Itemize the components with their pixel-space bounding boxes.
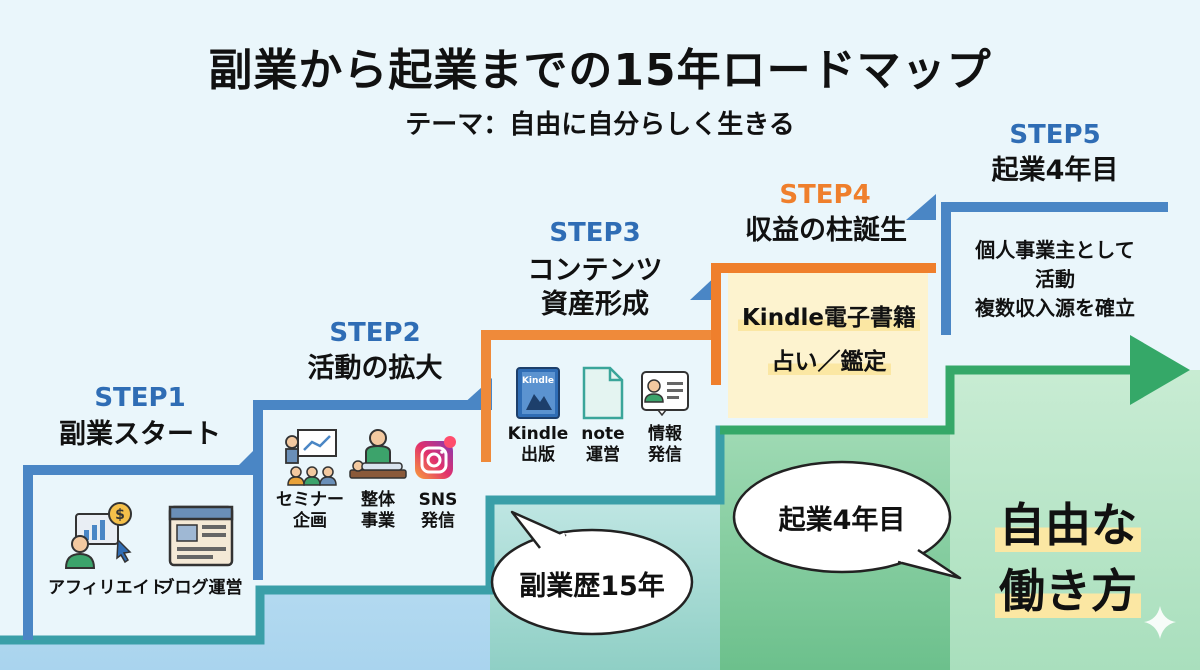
profile-card-icon xyxy=(641,371,689,416)
growth-arrow-head xyxy=(1130,335,1190,405)
blog-page-icon xyxy=(168,505,234,567)
item-blog: ブログ運営 xyxy=(157,578,243,598)
item-seminar: セミナー企画 xyxy=(276,490,344,531)
bubble-4th-year-text: 起業4年目 xyxy=(778,505,906,536)
note-document-icon xyxy=(582,366,624,420)
affiliate-person-icon: $ xyxy=(64,502,132,569)
svg-text:$: $ xyxy=(115,507,125,523)
item-fortune: 占い／鑑定 xyxy=(724,342,934,376)
goal-text: 自由な働き方 xyxy=(958,492,1178,624)
svg-text:Kindle: Kindle xyxy=(522,376,554,386)
step1-frame xyxy=(23,465,262,640)
step3-frame xyxy=(481,330,720,462)
step4-panel xyxy=(728,270,928,418)
step4-label: STEP4 xyxy=(779,180,871,210)
kindle-book-icon: Kindle xyxy=(516,367,560,419)
step2-label: STEP2 xyxy=(329,318,421,348)
step5-label: STEP5 xyxy=(1009,120,1101,150)
step5-name: 起業4年目 xyxy=(991,155,1119,186)
step3-name: コンテンツ資産形成 xyxy=(527,255,663,320)
step4-frame xyxy=(711,263,936,385)
item-info: 情報発信 xyxy=(648,424,682,465)
page-subtitle: テーマ：自由に自分らしく生きる xyxy=(405,110,795,140)
step5-frame xyxy=(941,202,1168,335)
step2-name: 活動の拡大 xyxy=(307,353,443,384)
item-kindle-ebook: Kindle電子書籍 xyxy=(724,298,934,332)
massage-icon xyxy=(349,429,407,479)
item-seitai: 整体事業 xyxy=(361,490,395,531)
step1-name: 副業スタート xyxy=(59,419,221,450)
step4-name: 収益の柱誕生 xyxy=(745,215,907,246)
step3-label: STEP3 xyxy=(549,218,641,248)
step2-frame xyxy=(253,400,492,580)
sparkle-icon xyxy=(1144,606,1176,639)
item-affiliate: アフィリエイト xyxy=(48,578,167,598)
page-title: 副業から起業までの15年ロードマップ xyxy=(208,45,992,96)
step4-arrow-icon xyxy=(906,194,936,220)
bubble-15years-text: 副業歴15年 xyxy=(519,571,665,602)
bubble-15years xyxy=(490,510,694,636)
seminar-icon xyxy=(285,429,337,486)
step5-description: 個人事業主として活動複数収入源を確立 xyxy=(975,238,1135,320)
instagram-icon xyxy=(415,436,456,479)
bubble-4th-year xyxy=(732,460,962,580)
step1-label: STEP1 xyxy=(94,383,186,413)
